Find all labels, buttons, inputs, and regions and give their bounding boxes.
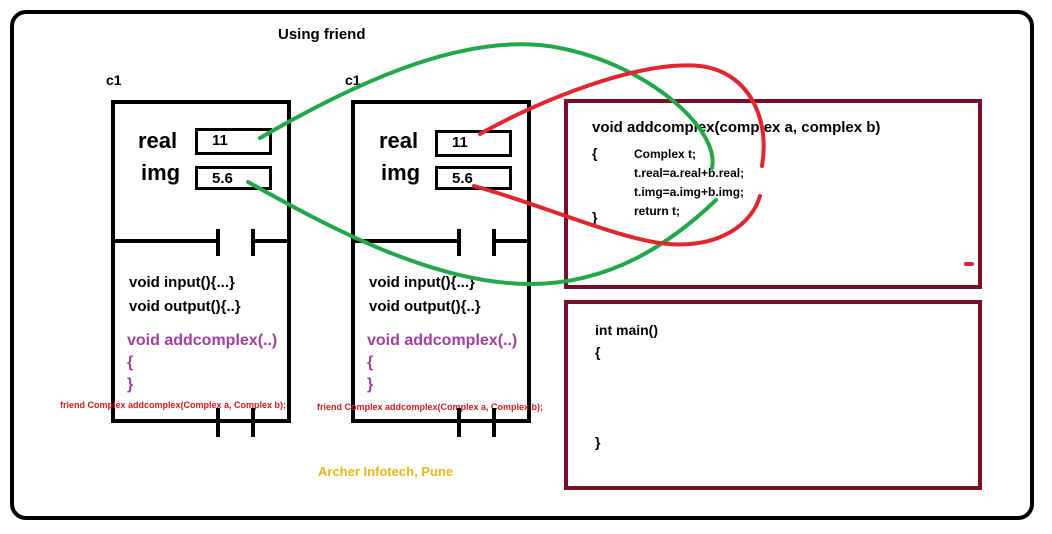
addcomplex-line-1: Complex t; [634, 147, 697, 161]
addcomplex-line-4: return t; [634, 204, 680, 218]
object-1-img-value: 5.6 [195, 166, 272, 190]
addcomplex-close-brace: } [592, 209, 598, 225]
object-1-bottom-connector [216, 408, 255, 437]
object-2-label: c1 [345, 72, 361, 88]
object-1-real-label: real [138, 128, 178, 153]
addcomplex-signature: void addcomplex(complex a, complex b) [592, 119, 881, 136]
object-1-real-value: 11 [195, 128, 272, 155]
object-1-img-label: img [141, 160, 181, 185]
object-2-close-brace: } [367, 376, 374, 393]
object-2-method-output: void output(){..} [369, 298, 481, 315]
object-2-addcomplex: void addcomplex(..) [367, 332, 518, 349]
object-2-img-value: 5.6 [435, 166, 512, 190]
object-1-friend-declaration: friend Complex addcomplex(Complex a, Com… [60, 400, 287, 410]
object-2-open-brace: { [367, 354, 374, 371]
green-arrow-img [246, 180, 718, 287]
object-2-method-input: void input(){...} [369, 274, 475, 291]
object-2-real-value: 11 [435, 130, 512, 157]
object-1-open-brace: { [127, 354, 134, 371]
red-arrow-real [478, 63, 766, 168]
addcomplex-function-box: void addcomplex(complex a, complex b) { … [564, 99, 982, 289]
diagram-frame [10, 10, 1034, 520]
object-2-real-label: real [379, 128, 419, 153]
object-1-method-input: void input(){...} [129, 274, 235, 291]
object-1-method-output: void output(){..} [129, 298, 241, 315]
object-2-separator [351, 229, 531, 256]
footer-credit: Archer Infotech, Pune [318, 464, 454, 479]
object-1-label: c1 [106, 72, 122, 88]
green-arrow-real [258, 42, 715, 170]
object-2-img-label: img [381, 160, 421, 185]
object-2-bottom-connector [457, 408, 496, 437]
main-function-box: int main() { } [564, 300, 982, 490]
addcomplex-line-2: t.real=a.real+b.real; [634, 166, 745, 180]
main-open-brace: { [595, 344, 601, 360]
addcomplex-line-3: t.img=a.img+b.img; [634, 185, 745, 199]
red-arrow-img [472, 184, 762, 247]
object-1-separator [111, 229, 291, 256]
object-2-friend-declaration: friend Complex addcomplex(Complex a, Com… [317, 402, 544, 412]
object-2-box: real img 11 5.6 void input(){...} void o… [351, 100, 531, 423]
main-close-brace: } [595, 434, 601, 450]
object-1-close-brace: } [127, 376, 134, 393]
object-1-addcomplex: void addcomplex(..) [127, 332, 278, 349]
addcomplex-open-brace: { [592, 145, 598, 161]
main-signature: int main() [595, 322, 658, 338]
object-1-box: real img 11 5.6 void input(){...} void o… [111, 100, 291, 423]
diagram-title: Using friend [278, 26, 366, 43]
